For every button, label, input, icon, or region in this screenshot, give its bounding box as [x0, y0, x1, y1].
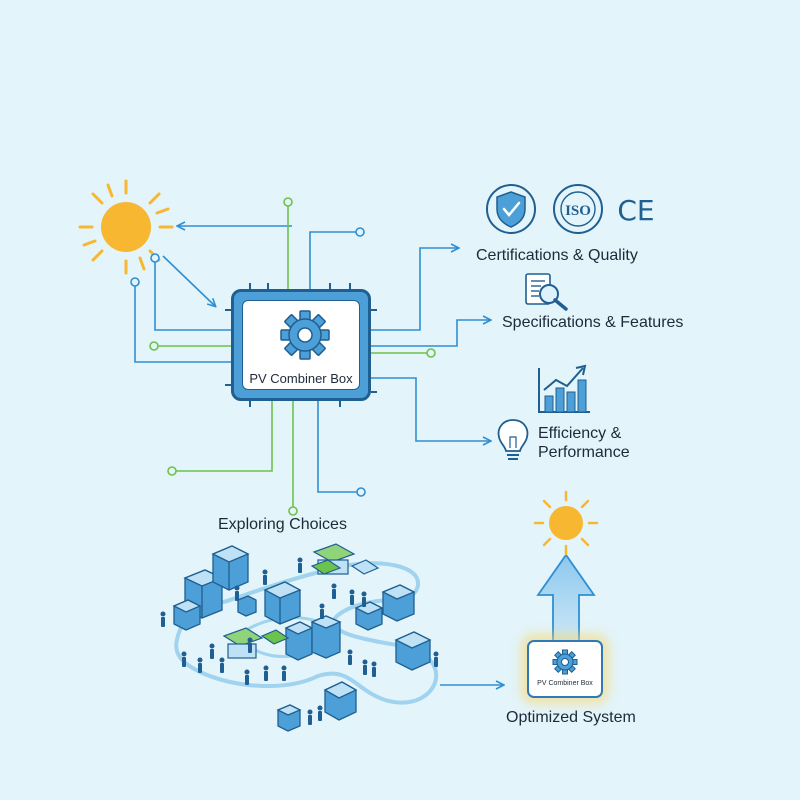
iso-badge-icon: ISO	[553, 184, 603, 234]
blue-circuit-nodes	[130, 227, 366, 497]
market-stall	[310, 559, 342, 575]
sun-icon	[78, 179, 174, 275]
building	[354, 601, 384, 631]
building	[284, 621, 314, 661]
optimized-combiner-box: PV Combiner Box	[527, 640, 603, 698]
optimized-box-label: PV Combiner Box	[537, 680, 593, 687]
building	[172, 599, 202, 631]
market-stalls	[222, 543, 380, 659]
exploring-choices-label: Exploring Choices	[218, 516, 347, 533]
document-magnifier-icon	[525, 273, 568, 311]
sun-connectors	[162, 226, 292, 306]
pv-combiner-box-label: PV Combiner Box	[249, 371, 353, 386]
building	[211, 545, 250, 591]
sun-icon	[533, 490, 599, 556]
certifications-quality-label: Certifications & Quality	[476, 247, 638, 264]
town-buildings	[172, 545, 432, 732]
efficiency-label-line1: Efficiency &	[538, 425, 622, 442]
pv-combiner-box-panel: PV Combiner Box	[242, 300, 360, 390]
upward-arrow	[536, 553, 596, 646]
building	[237, 595, 257, 617]
shield-check-icon	[486, 184, 536, 234]
bar-chart-growth-icon	[538, 364, 590, 413]
building	[263, 581, 302, 625]
svg-text:ISO: ISO	[565, 203, 591, 219]
specifications-features-label: Specifications & Features	[502, 314, 684, 331]
market-stall	[350, 559, 380, 575]
market-stall	[260, 629, 290, 645]
building	[394, 631, 432, 671]
gear-icon	[280, 310, 330, 360]
town-people	[160, 557, 439, 725]
building	[276, 704, 302, 732]
svg-text:CE: CE	[617, 194, 654, 227]
performance-label-line2: Performance	[538, 444, 630, 461]
green-circuit-lines	[158, 206, 427, 507]
pv-combiner-box: PV Combiner Box	[231, 289, 371, 401]
lightbulb-icon	[497, 419, 529, 460]
building	[323, 681, 358, 721]
optimized-system-label: Optimized System	[506, 709, 636, 726]
building	[310, 615, 342, 659]
blue-circuit-lines	[134, 231, 490, 493]
main-box-pins	[225, 283, 377, 407]
gear-icon	[552, 649, 578, 675]
ce-mark-icon: CE	[617, 194, 654, 227]
building	[381, 584, 416, 622]
market-stall	[222, 627, 264, 659]
green-circuit-nodes	[149, 197, 436, 516]
